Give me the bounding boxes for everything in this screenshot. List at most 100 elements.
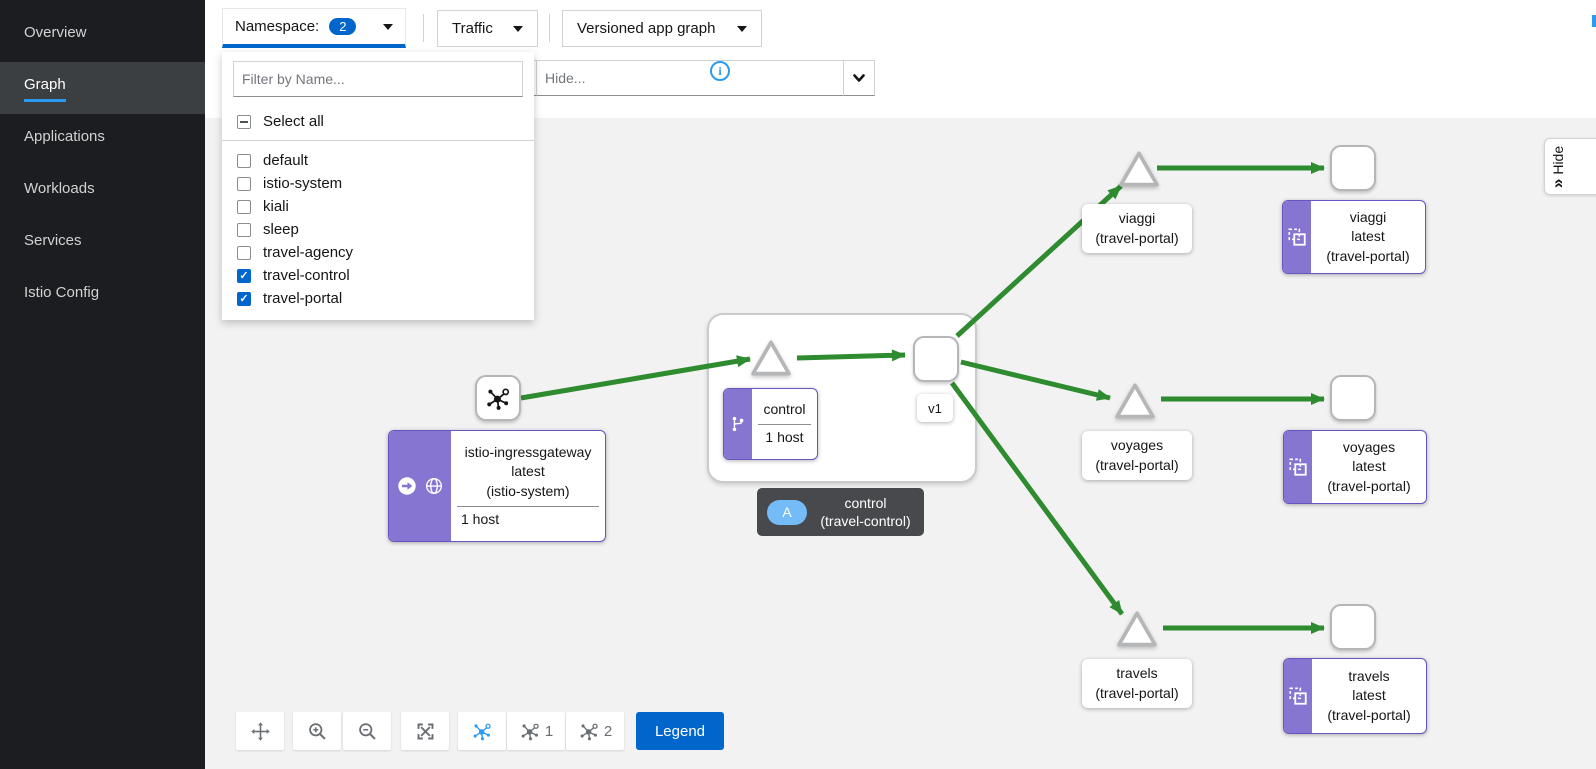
select-all-label: Select all xyxy=(263,113,324,130)
label-app-viaggi[interactable]: viaggi latest (travel-portal) xyxy=(1282,200,1426,274)
namespace-option[interactable]: travel-portal xyxy=(222,287,534,310)
namespace-button-label: Namespace: xyxy=(235,18,320,35)
node-label-name: travels xyxy=(1348,667,1390,684)
namespace-option[interactable]: kiali xyxy=(222,195,534,218)
label-service-voyages[interactable]: voyages (travel-portal) xyxy=(1082,431,1192,481)
fit-to-screen-button[interactable] xyxy=(401,712,449,750)
node-label-name: viaggi xyxy=(1118,210,1156,226)
node-label-namespace: (travel-portal) xyxy=(1327,477,1411,494)
pan-button[interactable] xyxy=(236,712,284,750)
chevron-down-icon xyxy=(513,25,523,32)
label-app-voyages[interactable]: voyages latest (travel-portal) xyxy=(1283,430,1427,504)
namespace-option[interactable]: default xyxy=(222,149,534,172)
chevron-down-icon xyxy=(383,23,393,30)
checkbox[interactable] xyxy=(237,222,251,237)
node-label-name: istio-ingressgateway xyxy=(464,443,592,460)
node-label-name: control xyxy=(763,401,806,418)
namespace-option-label: travel-agency xyxy=(263,244,354,261)
node-workload-viaggi[interactable] xyxy=(1330,145,1376,191)
sidebar-item-label: Graph xyxy=(24,76,66,102)
hide-presets-toggle[interactable] xyxy=(843,60,875,96)
sidebar-item-label: Overview xyxy=(24,24,87,41)
toolbar-separator xyxy=(423,14,424,42)
info-icon[interactable]: i xyxy=(710,61,730,81)
checkbox[interactable] xyxy=(237,291,251,306)
graph-canvas[interactable]: istio-ingressgateway latest (istio-syste… xyxy=(205,118,1596,769)
node-label-version: latest xyxy=(1352,458,1386,475)
sidebar-item-workloads[interactable]: Workloads xyxy=(0,166,205,218)
double-chevron-icon: » xyxy=(1548,180,1568,188)
namespace-select-all[interactable]: Select all xyxy=(222,105,534,140)
zoom-out-button[interactable] xyxy=(343,712,391,750)
node-label-version: latest xyxy=(511,463,545,480)
sidebar-nav: Overview Graph Applications Workloads Se… xyxy=(0,0,205,769)
node-label-hosts: 1 host xyxy=(758,424,811,448)
app-box-icon xyxy=(1288,457,1308,477)
label-istio-ingressgateway[interactable]: istio-ingressgateway latest (istio-syste… xyxy=(388,430,606,542)
node-label-namespace: (travel-portal) xyxy=(1095,456,1179,473)
layout-number: 2 xyxy=(603,722,613,740)
graph-layout-2-button[interactable]: 2 xyxy=(566,712,624,750)
label-service-travels[interactable]: travels (travel-portal) xyxy=(1082,659,1192,709)
checkbox[interactable] xyxy=(237,199,251,214)
node-workload-voyages[interactable] xyxy=(1330,375,1376,421)
namespace-option[interactable]: istio-system xyxy=(222,172,534,195)
hide-tab-label: Hide xyxy=(1550,145,1567,175)
label-control-service[interactable]: control 1 host xyxy=(723,388,818,460)
node-label-name: voyages xyxy=(1342,438,1396,455)
zoom-in-button[interactable] xyxy=(293,712,341,750)
node-label-namespace: (travel-portal) xyxy=(1326,247,1410,264)
namespace-dropdown-button[interactable]: Namespace: 2 xyxy=(222,8,406,48)
namespace-option-label: istio-system xyxy=(263,175,343,192)
node-workload-control-v1[interactable] xyxy=(913,336,959,382)
node-workload-travels[interactable] xyxy=(1330,604,1376,650)
sidebar-item-istio-config[interactable]: Istio Config xyxy=(0,270,205,322)
label-app-travels[interactable]: travels latest (travel-portal) xyxy=(1283,658,1427,734)
sidebar-item-services[interactable]: Services xyxy=(0,218,205,270)
node-label-version: latest xyxy=(1351,228,1385,245)
root-arrow-icon xyxy=(396,475,418,497)
indeterminate-checkbox-icon[interactable] xyxy=(237,114,251,129)
menu-divider xyxy=(222,140,534,141)
node-service-voyages[interactable] xyxy=(1112,380,1158,422)
toolbar-separator xyxy=(549,14,550,42)
node-label-name: voyages xyxy=(1110,437,1164,453)
node-label-version: latest xyxy=(1352,687,1386,704)
namespace-dropdown-panel: Select all default istio-system kiali sl… xyxy=(222,52,534,320)
namespace-option[interactable]: sleep xyxy=(222,218,534,241)
sidebar-item-graph[interactable]: Graph xyxy=(0,62,205,114)
app-box-icon xyxy=(1288,686,1308,706)
virtual-service-icon xyxy=(730,415,746,433)
checkbox[interactable] xyxy=(237,268,251,283)
side-panel-hide-tab[interactable]: » Hide xyxy=(1544,138,1596,195)
namespace-option[interactable]: travel-control xyxy=(222,264,534,287)
namespace-count-badge: 2 xyxy=(329,18,357,35)
checkbox[interactable] xyxy=(237,153,251,168)
node-istio-ingressgateway[interactable] xyxy=(475,375,521,421)
node-label-namespace: (travel-portal) xyxy=(1095,684,1179,701)
graph-layout-button[interactable] xyxy=(458,712,506,750)
node-label-namespace: (travel-portal) xyxy=(1327,706,1411,723)
sidebar-item-label: Workloads xyxy=(24,180,95,197)
node-label-name: travels xyxy=(1116,665,1158,681)
version-badge[interactable]: v1 xyxy=(917,394,953,422)
sidebar-item-applications[interactable]: Applications xyxy=(0,114,205,166)
node-service-viaggi[interactable] xyxy=(1116,148,1162,190)
gateway-globe-icon xyxy=(423,475,445,497)
checkbox[interactable] xyxy=(237,245,251,260)
graph-type-dropdown-button[interactable]: Versioned app graph xyxy=(562,10,762,47)
checkbox[interactable] xyxy=(237,176,251,191)
namespace-filter-input[interactable] xyxy=(233,61,523,97)
sidebar-item-overview[interactable]: Overview xyxy=(0,10,205,62)
namespace-option-label: sleep xyxy=(263,221,299,238)
legend-button[interactable]: Legend xyxy=(636,712,724,750)
hide-input[interactable] xyxy=(536,60,844,96)
node-label-namespace: (travel-portal) xyxy=(1095,229,1179,246)
traffic-dropdown-button[interactable]: Traffic xyxy=(437,10,538,47)
label-service-viaggi[interactable]: viaggi (travel-portal) xyxy=(1082,204,1192,254)
node-service-travels[interactable] xyxy=(1114,608,1160,650)
namespace-option[interactable]: travel-agency xyxy=(222,241,534,264)
mesh-icon xyxy=(484,384,512,412)
node-service-control[interactable] xyxy=(748,337,794,379)
graph-layout-1-button[interactable]: 1 xyxy=(507,712,565,750)
